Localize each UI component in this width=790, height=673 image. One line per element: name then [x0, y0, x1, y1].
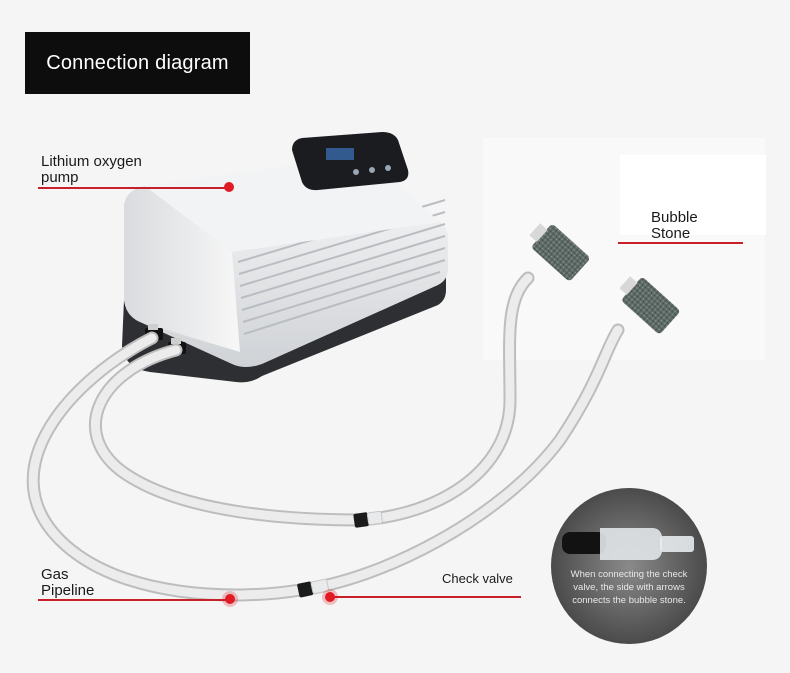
display-screen: [326, 148, 354, 160]
pipeline-label-line: Gas: [41, 566, 69, 583]
pump-display: [292, 132, 409, 191]
display-button: [369, 167, 375, 173]
gas-pipelines: [26, 271, 625, 602]
stone-label: Bubble Stone: [651, 210, 698, 242]
pump-marker: [224, 182, 234, 192]
pump-leader: [38, 187, 230, 189]
pipeline-leader: [38, 599, 230, 601]
valve-magnifier: [551, 488, 707, 644]
stone-leader: [618, 242, 743, 244]
valve-note: When connecting the check valve, the sid…: [556, 568, 702, 607]
bubble-stone: [529, 223, 590, 281]
valve-note-line: When connecting the check: [570, 569, 688, 580]
valve-note-line: valve, the side with arrows: [573, 582, 685, 593]
display-button: [353, 169, 359, 175]
stone-label-line: Stone: [651, 225, 691, 242]
valve-leader: [330, 596, 521, 598]
check-valve: [353, 510, 383, 528]
bubble-stone: [619, 276, 680, 334]
display-button: [385, 165, 391, 171]
check-valve: [297, 578, 330, 598]
label-backdrop: [620, 155, 766, 235]
pump-label: Lithium oxygen pump: [41, 154, 142, 186]
valve-clear-body: [600, 528, 662, 560]
valve-label: Check valve: [442, 571, 513, 586]
pipeline-marker: [225, 594, 235, 604]
pump: [122, 132, 448, 383]
valve-nozzle: [660, 536, 694, 552]
pump-label-line: pump: [41, 169, 79, 186]
valve-marker: [325, 592, 335, 602]
stone-label-line: Bubble: [651, 209, 698, 226]
pump-label-line: Lithium oxygen: [41, 153, 142, 170]
pipeline-label: Gas Pipeline: [41, 567, 94, 599]
valve-note-line: connects the bubble stone.: [572, 595, 686, 606]
diagram-title: Connection diagram: [25, 32, 250, 94]
valve-dark-end: [562, 532, 606, 554]
pipeline-label-line: Pipeline: [41, 582, 95, 599]
